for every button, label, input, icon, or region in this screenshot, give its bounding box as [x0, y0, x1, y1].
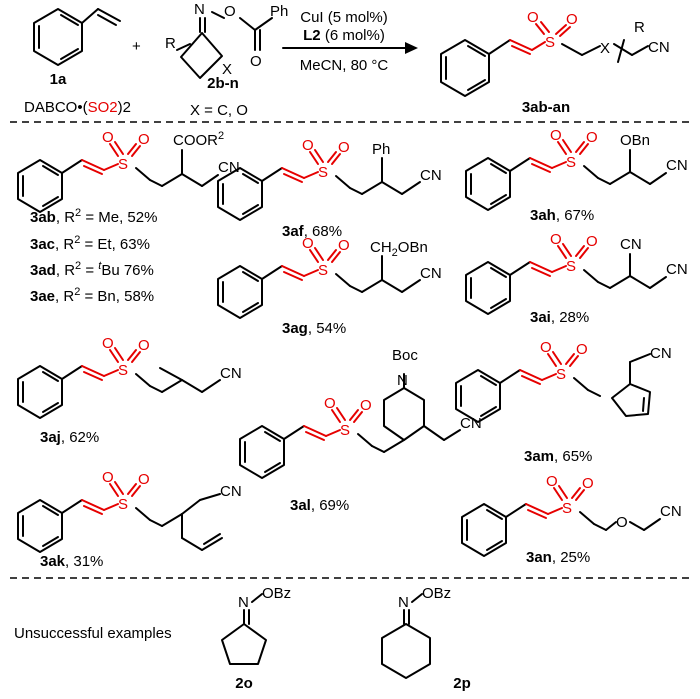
compound-2p-N: N — [398, 594, 409, 611]
compound-2o — [221, 593, 267, 665]
substituent-CN-3ag: CN — [420, 265, 442, 282]
caption-3ak: 3ak, 31% — [40, 553, 103, 570]
caption-3ab: 3ab, R2 = Me, 52% — [30, 207, 157, 226]
condition-ligand: L2 (6 mol%) — [303, 27, 385, 44]
oxime-carbonyl-O: O — [250, 53, 262, 70]
oxime-N: N — [194, 1, 205, 18]
unsuccessful-title: Unsuccessful examples — [14, 625, 172, 642]
substituent-COOR2: COOR2 — [173, 130, 224, 149]
caption-3al: 3al, 69% — [290, 497, 349, 514]
plus-sign: + — [132, 38, 141, 55]
substituent-CN-3aj: CN — [220, 365, 242, 382]
styrene-label: 1a — [50, 71, 67, 88]
oxime-O: O — [224, 3, 236, 20]
oxime-X: X — [222, 61, 232, 78]
substituent-CN-3ak: CN — [220, 483, 242, 500]
compound-2p-label: 2p — [453, 675, 471, 692]
caption-3aj: 3aj, 62% — [40, 429, 99, 446]
caption-3ae: 3ae, R2 = Bn, 58% — [30, 286, 154, 305]
caption-3ai: 3ai, 28% — [530, 309, 589, 326]
caption-3ag: 3ag, 54% — [282, 320, 346, 337]
substituent-OBn: OBn — [620, 132, 650, 149]
compound-2p — [381, 593, 431, 679]
caption-3ah: 3ah, 67% — [530, 207, 594, 224]
substituent-CN-top-3ai: CN — [620, 236, 642, 253]
dabco-reagent: DABCO•(SO2)2 — [24, 99, 131, 116]
compound-2o-label: 2o — [235, 675, 253, 692]
product-CN: CN — [648, 39, 670, 56]
product-X: X — [600, 40, 610, 57]
caption-3ac: 3ac, R2 = Et, 63% — [30, 234, 150, 253]
substituent-Boc: Boc — [392, 347, 418, 364]
compound-3ag — [217, 234, 421, 319]
compound-3af — [217, 136, 421, 221]
styrene-structure — [33, 8, 121, 66]
substituent-CN-3an: CN — [660, 503, 682, 520]
product-S: S — [545, 34, 555, 51]
compound-3ab — [17, 128, 219, 213]
product-O2: O — [566, 11, 578, 28]
general-product-structure — [440, 21, 649, 97]
product-O1: O — [527, 9, 539, 26]
oxime-Ph: Ph — [270, 3, 288, 20]
substituent-CN-3al: CN — [460, 415, 482, 432]
caption-3ad: 3ad, R2 = tBu 76% — [30, 260, 154, 279]
product-label: 3ab-an — [522, 99, 570, 116]
oxime-R: R — [165, 35, 176, 52]
compound-2o-OBz: OBz — [262, 585, 291, 602]
x-note: X = C, O — [190, 102, 248, 119]
condition-solvent: MeCN, 80 °C — [300, 57, 389, 74]
substituent-CN-3af: CN — [420, 167, 442, 184]
substituent-N-3al: N — [397, 372, 408, 389]
substituent-CN-3ai: CN — [666, 261, 688, 278]
substituent-Ph: Ph — [372, 141, 390, 158]
substituent-O-3an: O — [616, 514, 628, 531]
compound-3am — [455, 338, 651, 423]
substituent-CN-3am: CN — [650, 345, 672, 362]
oxime-label: 2b-n — [207, 75, 239, 92]
oxime-ester-structure — [176, 11, 273, 79]
substituent-CH2OBn: CH2OBn — [370, 239, 428, 259]
compound-2o-N: N — [238, 594, 249, 611]
substituent-CN-3ah: CN — [666, 157, 688, 174]
product-R: R — [634, 19, 645, 36]
compound-3ai — [465, 230, 667, 315]
caption-3am: 3am, 65% — [524, 448, 592, 465]
reaction-arrowhead — [405, 42, 418, 54]
compound-3ak — [17, 468, 223, 553]
caption-3an: 3an, 25% — [526, 549, 590, 566]
compound-3an — [461, 472, 661, 557]
compound-2p-OBz: OBz — [422, 585, 451, 602]
top-reaction: 1a + DABCO•(SO2)2 N O Ph O R X 2b-n X = … — [24, 1, 670, 119]
compound-3aj — [17, 334, 221, 419]
condition-catalyst: CuI (5 mol%) — [300, 9, 388, 26]
compound-3al — [239, 373, 461, 479]
compound-3ah — [465, 126, 667, 211]
